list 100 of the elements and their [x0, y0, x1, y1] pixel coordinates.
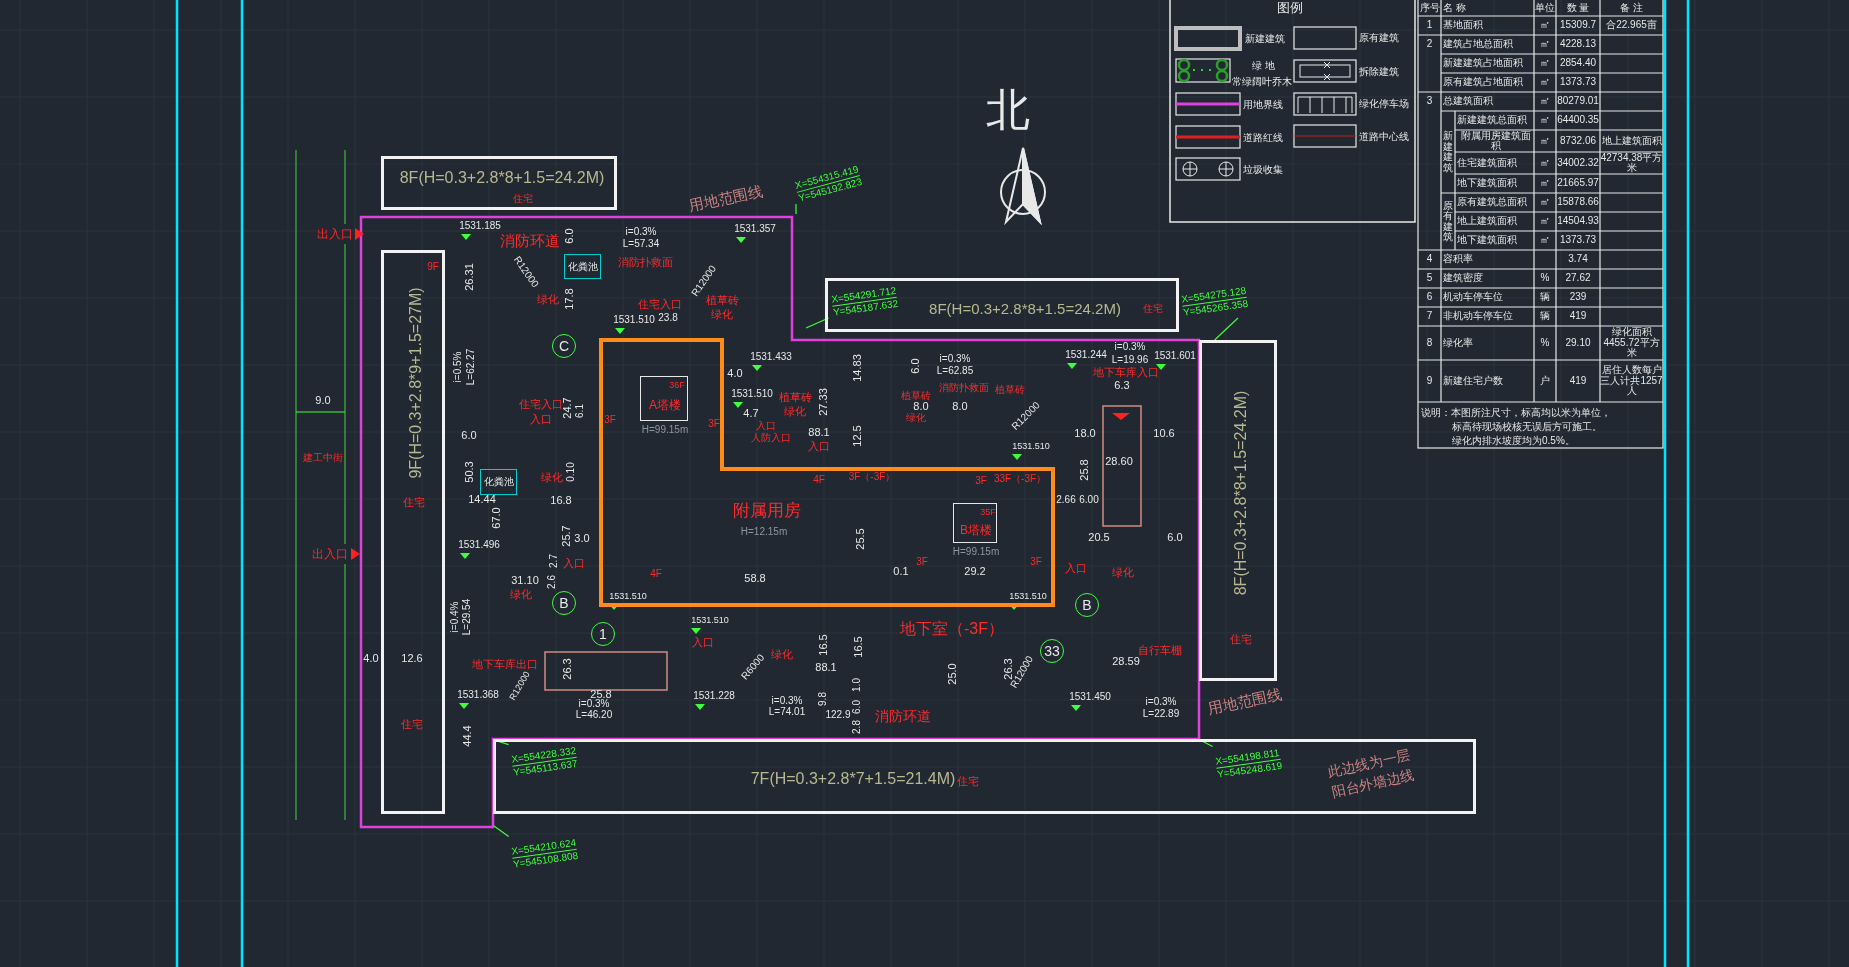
table-cell-text: 14504.93: [1556, 214, 1600, 229]
area-label: 植草砖: [901, 391, 931, 401]
leader-line: [795, 203, 797, 215]
dimension-label: L=46.20: [575, 710, 613, 720]
table-cell-text: 数 量: [1565, 1, 1591, 15]
area-label: 住宅入口: [519, 398, 563, 410]
area-label: 植草砖: [705, 294, 739, 306]
table-cell-text: ㎡: [1539, 233, 1551, 248]
table-cell-text: ㎡: [1539, 75, 1551, 90]
area-label: 入口: [530, 413, 552, 425]
dimension-label: 88.1: [808, 426, 830, 438]
legend-label: 绿化停车场: [1359, 99, 1409, 109]
table-cell-text: 6: [1425, 290, 1434, 305]
table-cell: 42734.38平方米: [1600, 153, 1663, 173]
legend-label: 道路中心线: [1359, 132, 1409, 142]
area-label: 绿化: [784, 405, 806, 417]
dimension-label: 9.8: [818, 692, 828, 706]
table-cell-text: 5: [1425, 271, 1434, 286]
dimension-label: 2.8: [852, 720, 862, 734]
area-label: 绿化: [537, 293, 559, 305]
table-cell-text: 辆: [1539, 290, 1551, 305]
dimension-label: 27.33: [817, 388, 829, 416]
elevation-label: 1531.433: [750, 352, 792, 362]
dimension-label: 2.7: [549, 554, 559, 568]
building-label: 9F(H=0.3+2.8*9+1.5=27M): [408, 287, 424, 479]
septic-tank-box: 化粪池: [564, 254, 601, 279]
floor-label: 35F: [980, 507, 996, 517]
note-label: 用地范围线: [687, 182, 765, 214]
table-cell: 单位: [1534, 1, 1556, 15]
table-cell-text: 备 注: [1619, 1, 1644, 15]
dimension-label: 6.1: [575, 404, 585, 418]
table-cell-text: 9: [1425, 373, 1434, 388]
dimension-label: 6.0: [563, 228, 575, 244]
table-cell-text: ㎡: [1539, 214, 1551, 229]
area-label: 入口: [692, 636, 714, 648]
area-label: 入口: [756, 421, 776, 431]
elevation-label: 1531.357: [734, 224, 776, 234]
note-text: 绿化内排水坡度均为0.5%。: [1452, 436, 1575, 446]
legend-label: 道路红线: [1243, 133, 1283, 143]
table-cell-text: 419: [1568, 373, 1588, 388]
legend-label: 绿 地: [1252, 61, 1275, 71]
dimension-label: 25.7: [560, 525, 572, 547]
table-cell-text: ㎡: [1539, 113, 1551, 128]
table-cell-text: ㎡: [1539, 56, 1551, 71]
table-cell-text: 建筑占地总面积: [1442, 37, 1514, 52]
dimension-label: 9.0: [315, 394, 331, 406]
height-label: H=99.15m: [641, 425, 689, 435]
north-label: 北: [986, 88, 1030, 132]
dimension-label: L=74.01: [768, 707, 806, 717]
dimension-label: L=62.85: [936, 366, 974, 376]
dimension-label: 12.6: [401, 652, 423, 664]
dimension-label: 16.5: [817, 634, 829, 656]
legend-label: 拆除建筑: [1359, 67, 1399, 77]
area-label: 绿化: [711, 308, 733, 320]
area-label: 建工中街: [303, 453, 343, 463]
table-cell-text: %: [1539, 335, 1551, 350]
table-cell-text: 7: [1425, 309, 1434, 324]
building-use-label: 住宅: [957, 775, 979, 787]
area-label: 3F: [604, 415, 616, 425]
table-cell-text: 27.62: [1564, 271, 1592, 286]
elevation-label: 1531.368: [457, 690, 499, 700]
table-cell-text: ㎡: [1539, 133, 1551, 148]
floor-label: 9F: [427, 262, 439, 272]
dimension-label: 20.5: [1088, 531, 1110, 543]
table-cell-text: 户: [1539, 373, 1551, 388]
table-cell-text: ㎡: [1539, 176, 1551, 191]
table-cell-text: 80279.01: [1556, 94, 1600, 109]
dimension-label: 6.0: [1167, 531, 1183, 543]
table-cell-text: 合22.965亩: [1605, 18, 1658, 33]
table-cell-text: 1373.73: [1558, 233, 1598, 248]
table-cell-text: 239: [1568, 290, 1588, 305]
dimension-label: i=0.3%: [625, 227, 657, 237]
dimension-label: i=0.3%: [1114, 342, 1146, 352]
area-label: 绿化: [510, 588, 532, 600]
table-cell-text: 8732.06: [1558, 133, 1598, 148]
area-label: 3F: [916, 557, 928, 567]
legend-label: 新建建筑: [1245, 34, 1285, 44]
leader-line: [805, 317, 830, 329]
legend-label: 用地界线: [1243, 100, 1283, 110]
coordinate-label: X=554291.712 Y=545187.632: [828, 284, 901, 318]
building-label: 附属用房: [733, 501, 801, 519]
table-cell-text: 新建住宅户数: [1442, 373, 1504, 388]
area-label: 住宅: [401, 718, 423, 730]
table-cell-text: 21665.97: [1556, 176, 1600, 191]
elevation-label: 1531.510: [1012, 441, 1050, 451]
dimension-label: 23.8: [658, 313, 678, 323]
table-cell-text: 2: [1425, 37, 1434, 52]
area-label: 消防扑救面: [939, 383, 989, 393]
dimension-label: i=0.3%: [771, 696, 803, 706]
elevation-label: 1531.510: [691, 615, 729, 625]
dimension-label: i=0.3%: [1145, 697, 1177, 707]
table-cell-text: 2854.40: [1558, 56, 1598, 71]
area-label: 入口: [808, 440, 830, 452]
area-label: 地下车库入口: [1093, 366, 1159, 378]
dimension-label: 24.7: [561, 397, 573, 419]
table-cell-text: 地下建筑面积: [1456, 233, 1518, 248]
table-cell-text: 原有建筑总面积: [1456, 195, 1528, 210]
elevation-label: 1531.496: [458, 540, 500, 550]
legend-title: 图例: [1277, 0, 1303, 14]
dimension-label: 6.0: [909, 358, 921, 374]
